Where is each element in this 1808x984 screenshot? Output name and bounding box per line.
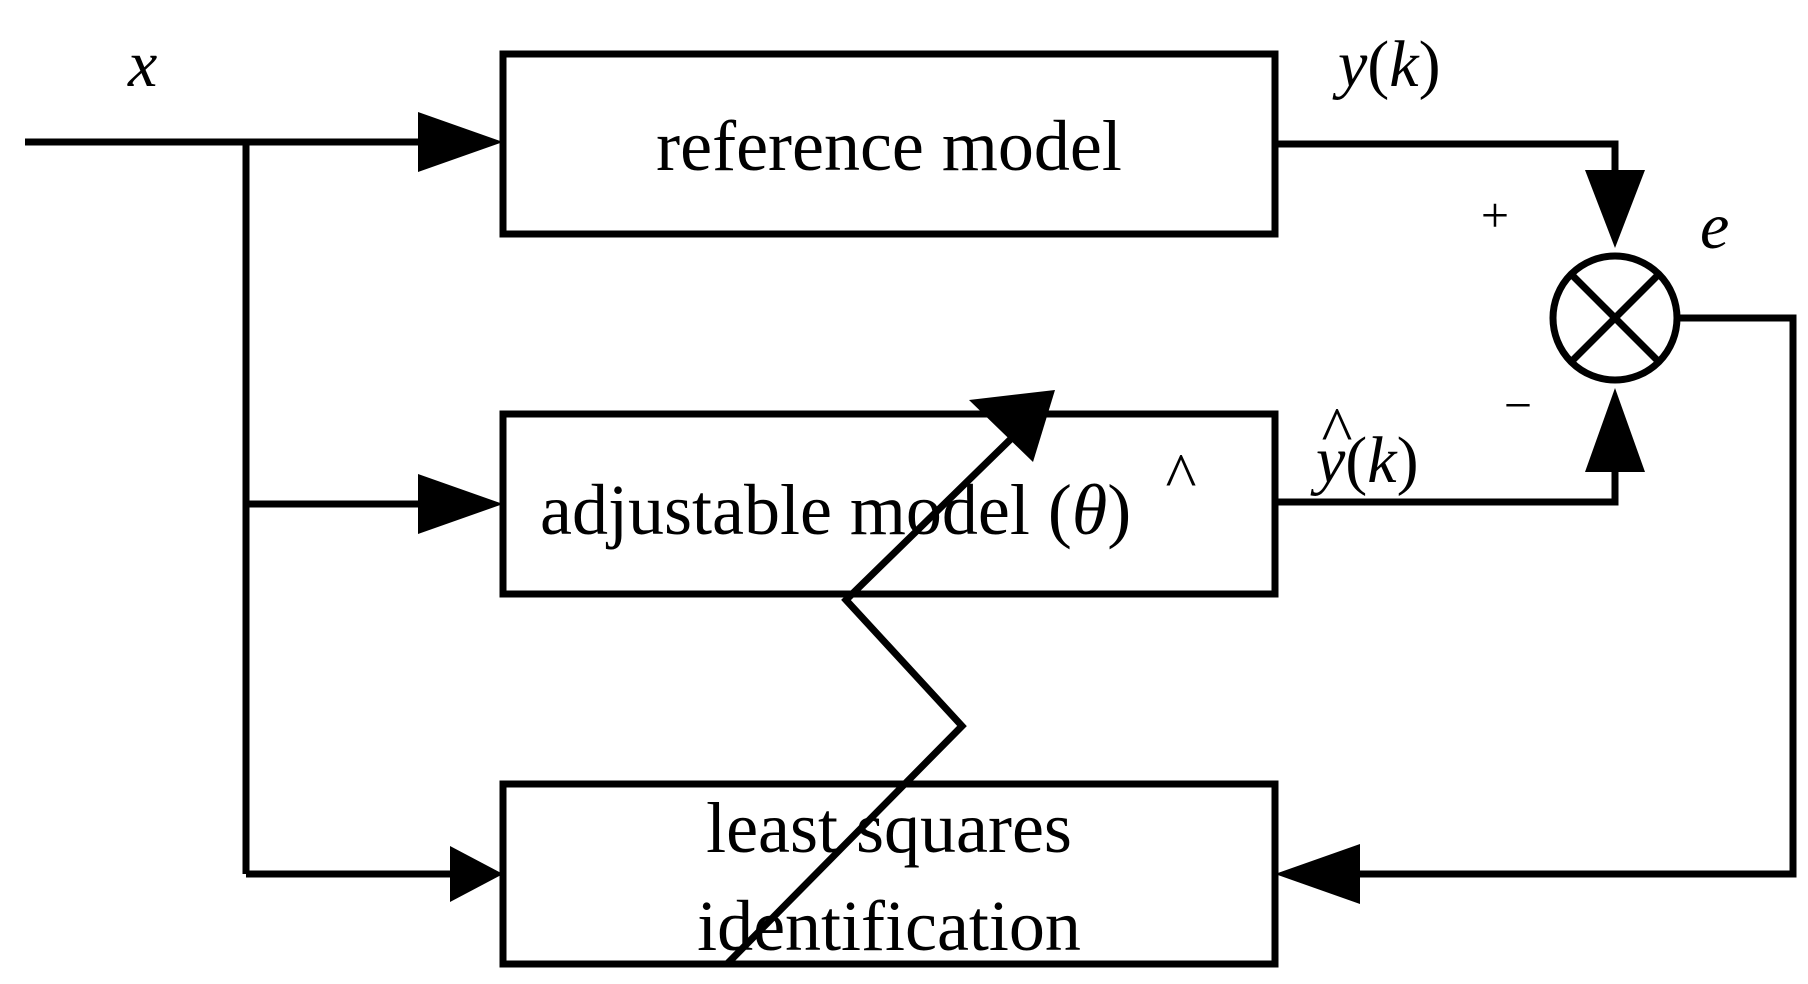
adjustable-output-line bbox=[1275, 460, 1619, 506]
arrow-into-least-squares-feedback bbox=[1275, 844, 1360, 904]
reference-model-label: reference model bbox=[656, 106, 1122, 186]
theta-hat-symbol: θ bbox=[1072, 470, 1107, 550]
least-squares-label-line2: identification bbox=[697, 886, 1081, 966]
plus-sign-label: + bbox=[1481, 187, 1509, 243]
reference-output-line bbox=[1275, 140, 1619, 180]
adjustable-model-label-text: adjustable model ( bbox=[540, 470, 1072, 550]
adjustable-model-label-close: ) bbox=[1107, 470, 1131, 550]
arrow-into-adjustable-model bbox=[418, 474, 503, 534]
summing-junction-cross-b bbox=[1568, 271, 1662, 365]
theta-hat-accent: ^ bbox=[1166, 440, 1197, 513]
error-feedback-line bbox=[1340, 314, 1797, 878]
model-output-label: y(k) bbox=[1310, 424, 1419, 497]
parameter-adjustment-line bbox=[724, 427, 1023, 967]
error-signal-label: e bbox=[1700, 190, 1729, 263]
arrow-into-junction-minus bbox=[1585, 388, 1645, 472]
arrow-into-junction-plus bbox=[1585, 170, 1645, 248]
reference-output-arg: k bbox=[1389, 28, 1420, 101]
minus-sign-label: − bbox=[1504, 377, 1532, 433]
reference-output-symbol: y bbox=[1332, 28, 1368, 101]
model-output-arg: k bbox=[1367, 424, 1398, 497]
arrow-into-least-squares bbox=[450, 846, 503, 902]
reference-output-label: y(k) bbox=[1332, 28, 1441, 101]
arrow-into-reference-model bbox=[418, 112, 503, 172]
model-output-hat-accent: ^ bbox=[1322, 394, 1353, 467]
model-output-symbol: y bbox=[1310, 424, 1346, 497]
adjustable-model-label: adjustable model (θ) bbox=[540, 470, 1131, 550]
parameter-adjustment-arrowhead bbox=[969, 390, 1055, 462]
input-signal-label: x bbox=[127, 28, 157, 101]
